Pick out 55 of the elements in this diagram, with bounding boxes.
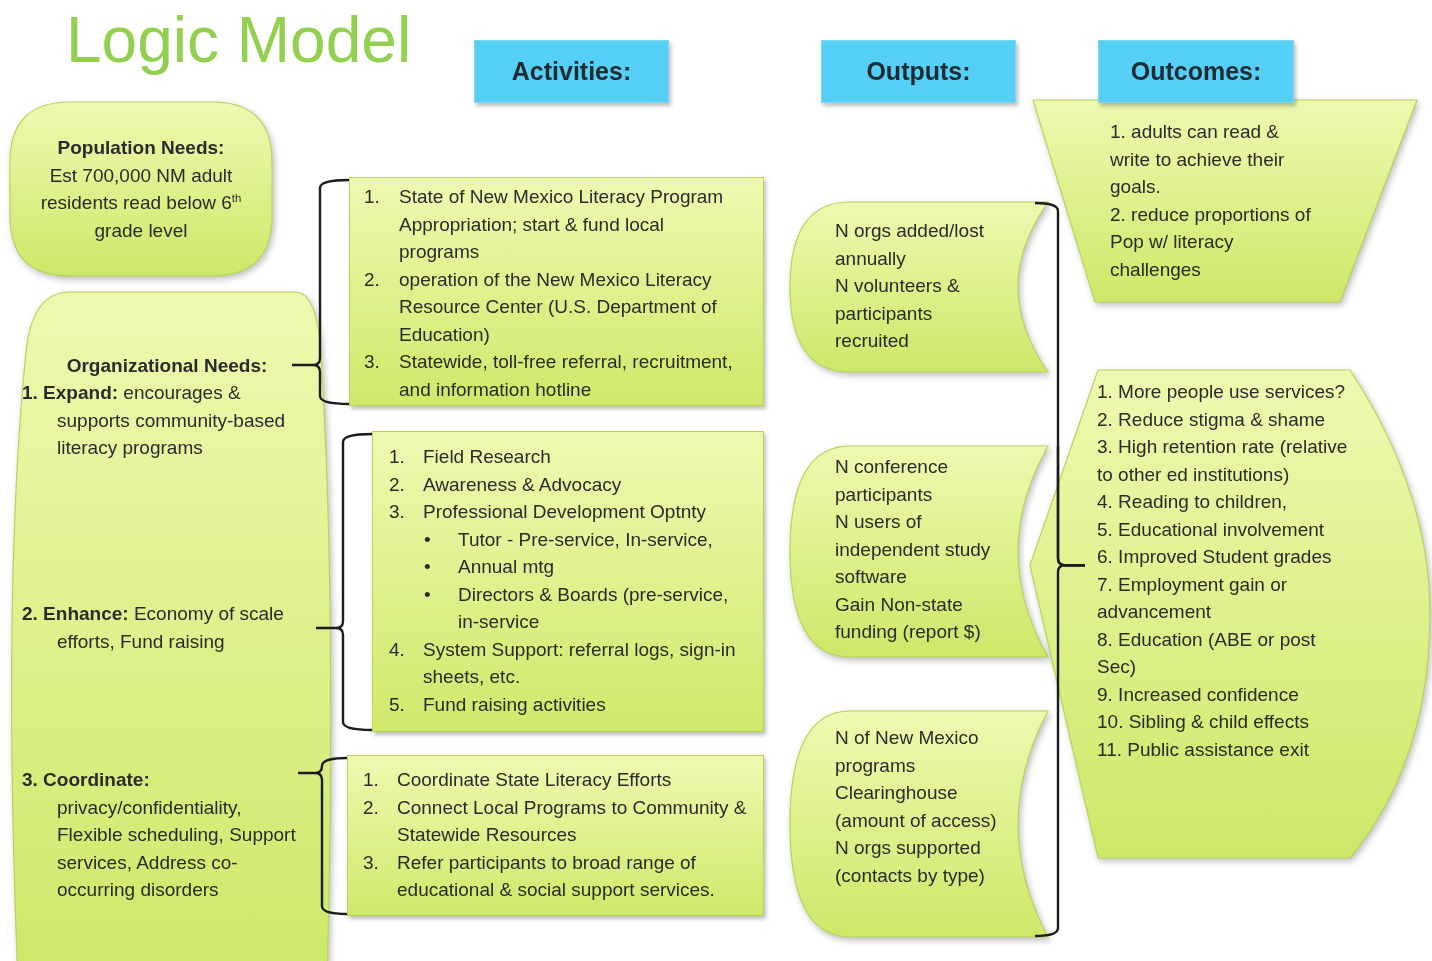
list-item: 1. Expand: encourages & supports community-based literacy programs [22,381,287,460]
list-item: 9. Increased confidence [1097,682,1300,707]
list-item: 4. Reading to children, [1097,490,1289,514]
brace-connector [314,432,374,732]
list-item: • Tutor - Pre-service, In-service, [424,527,714,552]
brace-connector [290,178,351,406]
list-item: 2. Awareness & Advocacy [389,472,623,497]
box-heading: Population Needs: [56,136,226,160]
list-item: 11. Public assistance exit [1097,737,1310,762]
list-item: 1. Coordinate State Literacy Efforts [363,768,673,792]
list-item: 3. Refer participants to broad range of educational & social support services. [363,850,716,902]
list-item: 6. Improved Student grades [1097,545,1333,569]
list-item: N conference participants [835,455,949,507]
list-item: Gain Non-state funding (report $) [835,592,982,644]
list-item: N orgs supported (contacts by type) [835,836,986,888]
list-item: 8. Education (ABE or post Sec) [1097,627,1317,679]
list-item: 3. Statewide, toll-free referral, recruitment, and information hotline [364,350,734,402]
scroll-shape [790,446,1048,657]
activity-box [372,431,764,732]
list-item: 3. Coordinate: privacy/confidentiality, Flexible scheduling, Support services, Address co-occurring disorders [22,768,297,902]
list-item: N users of independent study software [835,510,992,589]
box-heading: Organizational Needs: [65,354,269,378]
list-item: 4. System Support: referral logs, sign-in sheets, etc. [389,637,737,689]
list-item: 5. Fund raising activities [389,692,607,717]
box-text: Est 700,000 NM adult residents read below 6$^{th}$ grade level [39,163,243,243]
list-item: 10. Sibling & child effects [1097,710,1310,734]
trapezoid-box [1033,100,1417,302]
list-item: N of New Mexico programs [835,726,980,778]
list-item: 3. Professional Development Optnty [389,500,708,524]
activity-box [349,177,764,406]
activity-box [347,755,764,916]
column-header: Activities: [474,40,669,103]
scroll-shape [790,711,1048,937]
list-item: 1. Field Research [389,445,552,469]
list-item: 3. High retention rate (relative to other ed institutions) [1097,435,1349,487]
list-item: N orgs added/lost annually [835,219,985,271]
list-item: N volunteers & participants recruited [835,274,961,353]
list-item: • Annual mtg [424,555,556,579]
brace-connector [1034,564,1085,938]
list-item: 2. Reduce stigma & shame [1097,407,1327,432]
list-item: 1. More people use services? [1097,380,1347,404]
rounded-box [10,102,272,276]
list-item: 2. operation of the New Mexico Literacy Resource Center (U.S. Department of Education) [364,267,718,347]
list-item: Clearinghouse (amount of access) [835,781,998,833]
diagram-title: Logic Model [66,3,412,78]
column-header: Outputs: [821,40,1016,103]
list-item: 2. Enhance: Economy of scale efforts, Fund raising [22,602,285,654]
scroll-shape [790,202,1048,372]
list-item: 5. Educational involvement [1097,517,1326,542]
list-item: 2. Connect Local Programs to Community & Statewide Resources [363,795,748,847]
list-item: 7. Employment gain or advancement [1097,572,1289,624]
column-header: Outcomes: [1098,40,1294,103]
list-item: 1. adults can read & write to achieve their goals. [1110,120,1286,199]
list-item: • Directors & Boards (pre-service, in-service [424,582,730,634]
list-item: 2. reduce proportions of Pop w/ literacy challenges [1110,202,1312,282]
